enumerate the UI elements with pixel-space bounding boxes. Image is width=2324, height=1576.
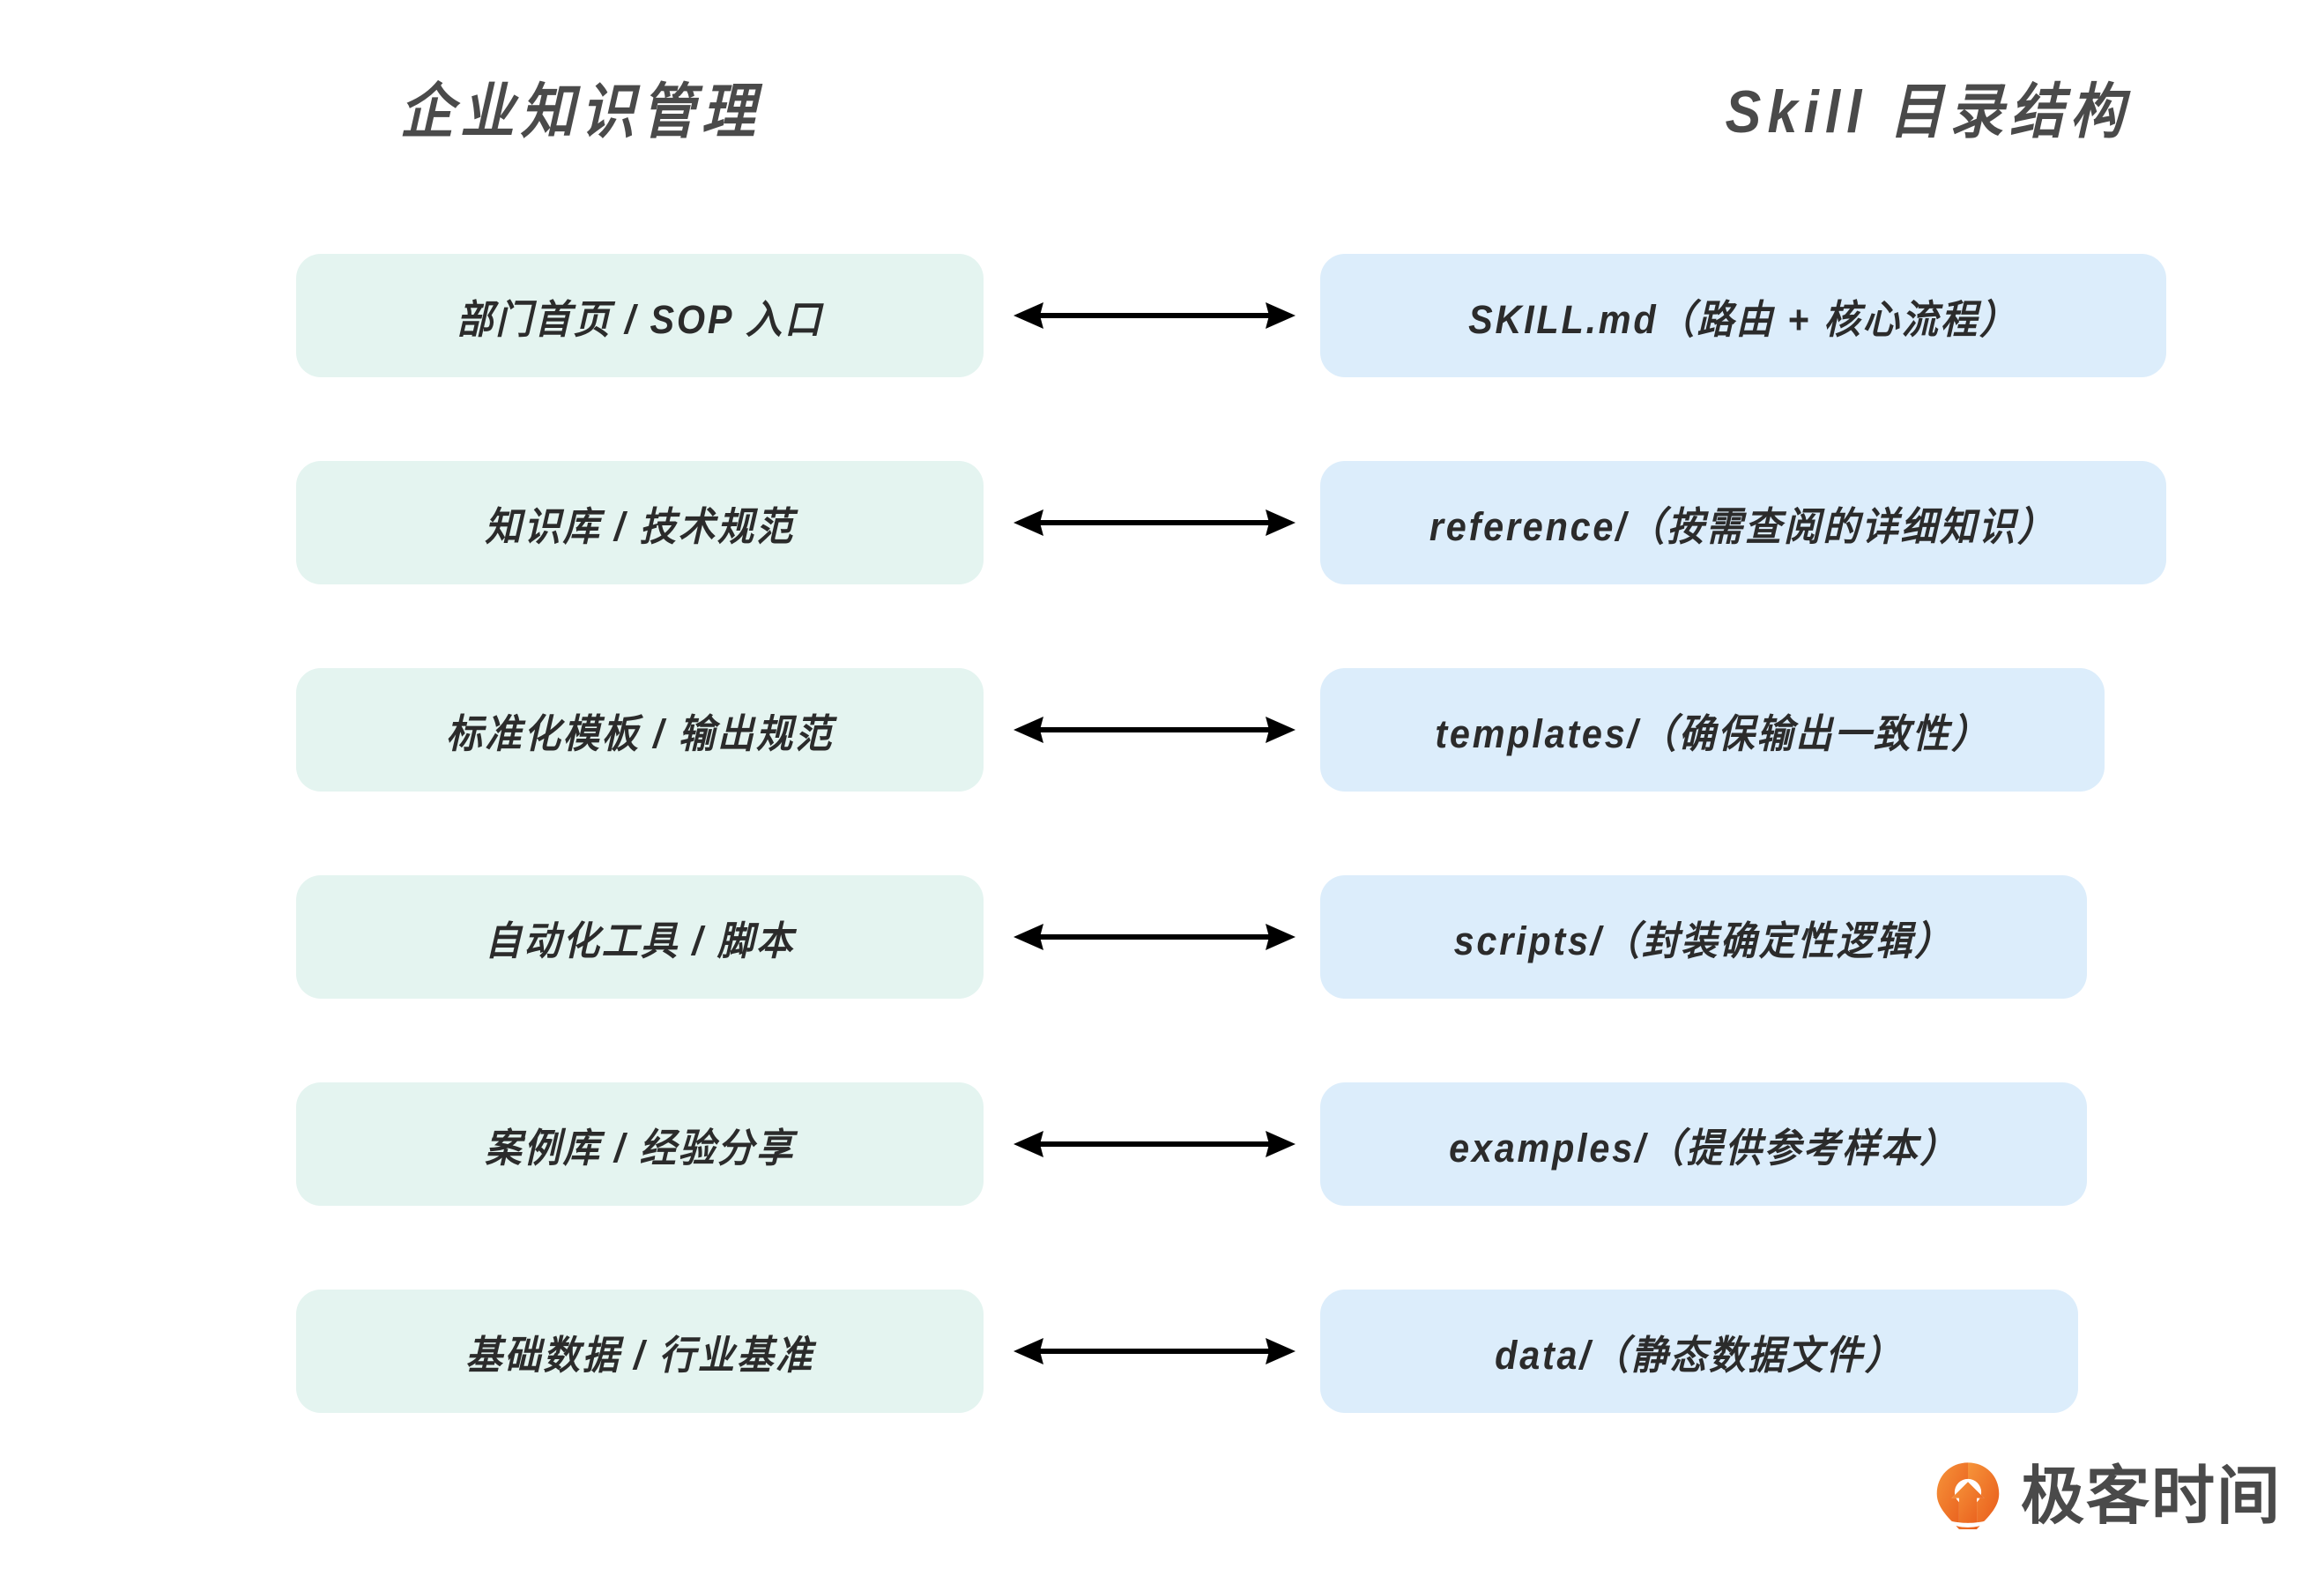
mapping-row: 案例库 / 经验分享 examples/（提供参考样本） xyxy=(0,1082,2324,1206)
left-column-header: 企业知识管理 xyxy=(0,53,1295,159)
left-box: 知识库 / 技术规范 xyxy=(296,461,984,584)
right-box-label: reference/（按需查阅的详细知识） xyxy=(1429,503,2057,549)
mapping-row: 自动化工具 / 脚本 scripts/（封装确定性逻辑） xyxy=(0,875,2324,999)
double-headed-arrow-icon xyxy=(1014,1131,1296,1157)
left-box-label: 案例库 / 经验分享 xyxy=(485,1125,795,1171)
double-headed-arrow-icon xyxy=(1014,717,1296,743)
right-box: examples/（提供参考样本） xyxy=(1320,1082,2087,1206)
double-headed-arrow-icon xyxy=(1014,1338,1296,1364)
mapping-rows: 部门首页 / SOP 入口 SKILL.md（路由 + 核心流程） 知识库 / … xyxy=(0,254,2324,1497)
right-column-header: Skill 目录结构 xyxy=(1295,53,2324,159)
left-box: 案例库 / 经验分享 xyxy=(296,1082,984,1206)
right-box: reference/（按需查阅的详细知识） xyxy=(1320,461,2166,584)
right-box-label: examples/（提供参考样本） xyxy=(1448,1125,1959,1171)
left-box: 自动化工具 / 脚本 xyxy=(296,875,984,999)
brand-name: 极客时间 xyxy=(2020,1461,2282,1532)
left-column-title: 企业知识管理 xyxy=(400,78,762,145)
right-box: SKILL.md（路由 + 核心流程） xyxy=(1320,254,2166,377)
mapping-row: 部门首页 / SOP 入口 SKILL.md（路由 + 核心流程） xyxy=(0,254,2324,377)
left-box: 基础数据 / 行业基准 xyxy=(296,1290,984,1413)
right-box-label: data/（静态数据文件） xyxy=(1495,1332,1904,1378)
right-box: scripts/（封装确定性逻辑） xyxy=(1320,875,2087,999)
double-headed-arrow-icon xyxy=(1014,924,1296,950)
left-box-label: 基础数据 / 行业基准 xyxy=(464,1332,815,1378)
left-box-label: 自动化工具 / 脚本 xyxy=(485,918,795,963)
left-box-label: 部门首页 / SOP 入口 xyxy=(456,296,824,342)
column-titles: 企业知识管理 Skill 目录结构 xyxy=(0,53,2324,159)
right-box-label: SKILL.md（路由 + 核心流程） xyxy=(1467,296,2019,342)
left-box: 部门首页 / SOP 入口 xyxy=(296,254,984,377)
left-box: 标准化模板 / 输出规范 xyxy=(296,668,984,792)
mapping-row: 知识库 / 技术规范 reference/（按需查阅的详细知识） xyxy=(0,461,2324,584)
right-box-label: templates/（确保输出一致性） xyxy=(1435,710,1990,756)
right-box: data/（静态数据文件） xyxy=(1320,1290,2078,1413)
left-box-label: 知识库 / 技术规范 xyxy=(485,503,795,549)
right-box-label: scripts/（封装确定性逻辑） xyxy=(1453,918,1954,963)
double-headed-arrow-icon xyxy=(1014,302,1296,329)
geektime-pin-icon xyxy=(1936,1462,2000,1529)
mapping-row: 基础数据 / 行业基准 data/（静态数据文件） xyxy=(0,1290,2324,1413)
right-box: templates/（确保输出一致性） xyxy=(1320,668,2105,792)
right-column-title: Skill 目录结构 xyxy=(1725,78,2131,145)
left-box-label: 标准化模板 / 输出规范 xyxy=(445,710,835,756)
mapping-row: 标准化模板 / 输出规范 templates/（确保输出一致性） xyxy=(0,668,2324,792)
brand-watermark: 极客时间 xyxy=(1931,1460,2282,1534)
double-headed-arrow-icon xyxy=(1014,509,1296,536)
